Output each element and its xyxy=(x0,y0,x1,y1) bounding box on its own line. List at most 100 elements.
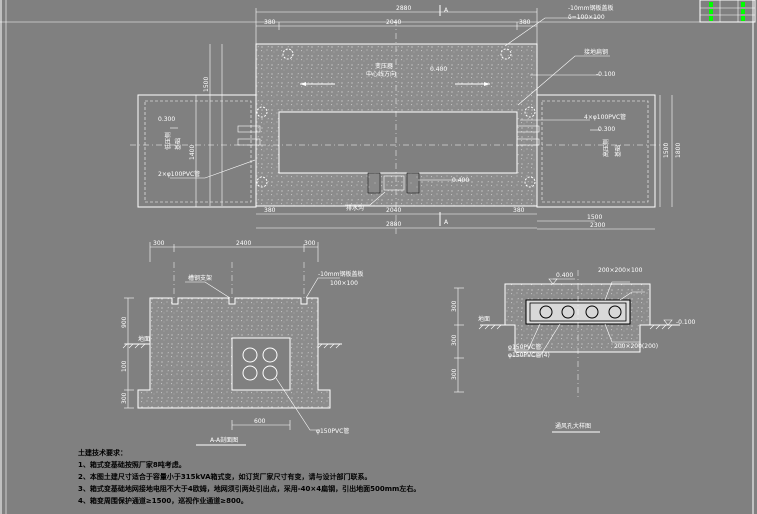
vent-pipe xyxy=(539,305,553,319)
pipe-sleeve-right xyxy=(516,138,540,146)
aa-dim-1: 300 xyxy=(153,240,165,247)
vent-label-grille-2: 200×200(200) xyxy=(614,343,658,350)
pipe-circle xyxy=(262,365,278,381)
vent-pipe xyxy=(561,305,575,319)
green-marker xyxy=(709,2,713,7)
dim-top-left: 380 xyxy=(264,19,276,26)
note-item-2: 2、本图土建尺寸适合于容量小于315kVA箱式变，如订货厂家尺寸有变，请与设计部… xyxy=(78,473,372,481)
aa-label-cover-size: 100×100 xyxy=(330,280,358,287)
pipe-circle xyxy=(262,347,278,363)
label-cover-size: δ=100×100 xyxy=(568,14,605,21)
technical-notes: 土建技术要求： 1、箱式变基础按照厂家8吨考虑。 2、本图土建尺寸适合于容量小于… xyxy=(78,447,420,507)
vent-pipe xyxy=(608,305,622,319)
green-marker xyxy=(741,16,745,21)
vent-dim-3: 300 xyxy=(451,368,458,380)
vent-hole xyxy=(524,106,536,118)
left-pad xyxy=(137,94,257,208)
vent-elev-top: 0.400 xyxy=(556,272,573,279)
vent-hole xyxy=(256,106,268,118)
vent-pipe xyxy=(585,305,599,319)
drain-hatch xyxy=(367,172,381,194)
vent-hole xyxy=(256,176,268,188)
dim-overall-width: 2880 xyxy=(396,5,411,12)
label-ground-mark: 接地扁钢 xyxy=(584,48,608,56)
aa-title: A-A剖面图 xyxy=(210,436,238,444)
label-center-2: 中心线方向 xyxy=(366,70,396,78)
green-marker xyxy=(741,9,745,14)
dim-top-right: 380 xyxy=(519,19,531,26)
pipe-circle xyxy=(242,347,258,363)
label-left-side-2: 基础 xyxy=(174,138,182,150)
plan-view xyxy=(130,5,673,235)
pipe-sleeve-left xyxy=(237,125,261,133)
drain-hatch xyxy=(406,172,420,194)
dim-left-v-2: 1400 xyxy=(189,145,196,160)
aa-dim-left-1: 900 xyxy=(121,316,128,328)
label-cover: -10mm钢板盖板 xyxy=(568,4,614,12)
vent-label-left-1: φ150PVC管 xyxy=(508,343,541,351)
elev-right: 0.300 xyxy=(598,126,615,133)
note-item-1: 1、箱式变基础按照厂家8吨考虑。 xyxy=(78,461,186,469)
pipe-sleeve-right xyxy=(516,125,540,133)
aa-label-ground: 地面 xyxy=(138,335,150,343)
drain-box xyxy=(383,175,405,191)
pipe-window xyxy=(231,337,291,391)
vent-hole xyxy=(500,48,512,60)
vent-label-left-2: φ150PVC管(4) xyxy=(508,351,550,359)
section-aa xyxy=(122,242,342,446)
vent-detail xyxy=(454,270,680,433)
green-marker xyxy=(709,16,713,21)
aa-label-pipe: φ150PVC管 xyxy=(316,427,349,435)
vent-dim-2: 300 xyxy=(451,334,458,346)
vent-dim-1: 300 xyxy=(451,300,458,312)
note-item-3: 3、箱式变基础地网接地电阻不大于4欧姆，地网须引两处引出点，采用-40×4扁钢，… xyxy=(78,485,421,493)
title-block xyxy=(699,0,756,23)
vent-elev-right: -0.100 xyxy=(676,319,696,326)
label-drain: 排水沟 xyxy=(346,204,364,212)
section-mark-bottom: A xyxy=(444,219,449,226)
left-pad-inner xyxy=(144,100,252,203)
aa-label-cover: -10mm钢板盖板 xyxy=(318,270,364,278)
right-pad xyxy=(536,94,656,208)
label-center: 变压器 xyxy=(375,62,393,70)
label-reserved-hole: 4×φ100PVC管 xyxy=(584,113,626,121)
note-item-4: 4、箱变周围保护通道≥1500，巡视作业通道≥800。 xyxy=(78,497,248,505)
notes-title: 土建技术要求： xyxy=(78,449,127,457)
vent-title: 通风孔大样图 xyxy=(555,422,591,430)
dim-right-v-1: 1500 xyxy=(663,143,670,158)
right-pad-inner xyxy=(541,100,649,203)
aa-dim-left-3: 300 xyxy=(121,392,128,404)
dim-bottom-total: 2880 xyxy=(386,221,401,228)
dim-bottom-mid: 2040 xyxy=(386,207,401,214)
vent-label-grille: 200×200×100 xyxy=(598,267,643,274)
foundation-opening xyxy=(278,111,518,174)
dim-right-pad-2: 2300 xyxy=(590,222,605,229)
elev-top: 0.400 xyxy=(430,66,447,73)
pipe-circle xyxy=(242,365,258,381)
elev-bottom: 0.400 xyxy=(452,177,469,184)
aa-dim-2: 2400 xyxy=(236,240,251,247)
dim-bottom-left: 380 xyxy=(264,207,276,214)
dim-left-v-1: 1500 xyxy=(203,77,210,92)
green-marker xyxy=(709,9,713,14)
aa-dim-left-2: 100 xyxy=(121,360,128,372)
label-right-side-2: 基础 xyxy=(614,145,622,157)
dim-bottom-right: 380 xyxy=(513,207,525,214)
aa-dim-3: 300 xyxy=(304,240,316,247)
label-right-side: 高压侧 xyxy=(602,139,610,157)
dim-right-pad-1: 1500 xyxy=(587,214,602,221)
aa-label-channel: 槽钢支架 xyxy=(188,274,212,282)
dim-top-mid: 2040 xyxy=(386,19,401,26)
vent-hole xyxy=(282,48,294,60)
elev-left: 0.300 xyxy=(158,116,175,123)
aa-dim-bottom: 600 xyxy=(254,418,266,425)
label-left-side: 低压侧 xyxy=(164,132,172,150)
vent-label-ground: 地面 xyxy=(478,315,490,323)
vent-hole xyxy=(524,176,536,188)
elev-inner: -0.100 xyxy=(596,71,616,78)
green-marker xyxy=(741,2,745,7)
dim-right-v-2: 1800 xyxy=(675,143,682,158)
section-mark-top: A xyxy=(444,7,449,14)
label-pvc-left: 2×φ100PVC管 xyxy=(158,170,200,178)
